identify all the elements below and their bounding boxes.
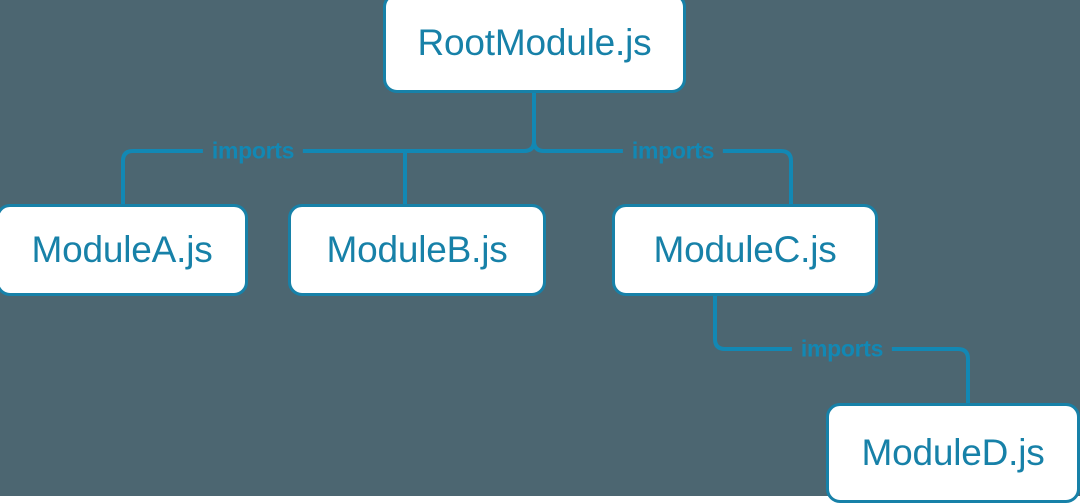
node-moduleb[interactable]: ModuleB.js xyxy=(288,204,546,296)
node-moduled[interactable]: ModuleD.js xyxy=(826,403,1080,503)
node-moduled-label: ModuleD.js xyxy=(861,432,1045,473)
edge-label-root-modulec: imports xyxy=(622,137,724,165)
edge-label-root-modulea: imports xyxy=(202,137,304,165)
node-rootmodule[interactable]: RootModule.js xyxy=(383,0,686,93)
node-modulec-label: ModuleC.js xyxy=(653,229,837,270)
edge-label-modulec-moduled: imports xyxy=(791,335,893,363)
node-modulea[interactable]: ModuleA.js xyxy=(0,204,248,296)
node-modulea-label: ModuleA.js xyxy=(31,229,213,270)
edge-root-to-modulec xyxy=(544,149,793,204)
node-moduleb-label: ModuleB.js xyxy=(326,229,508,270)
edge-root-to-modulea xyxy=(121,149,524,204)
node-modulec[interactable]: ModuleC.js xyxy=(612,204,878,296)
node-rootmodule-label: RootModule.js xyxy=(417,22,652,63)
edge-root-trunk-left xyxy=(523,140,536,153)
